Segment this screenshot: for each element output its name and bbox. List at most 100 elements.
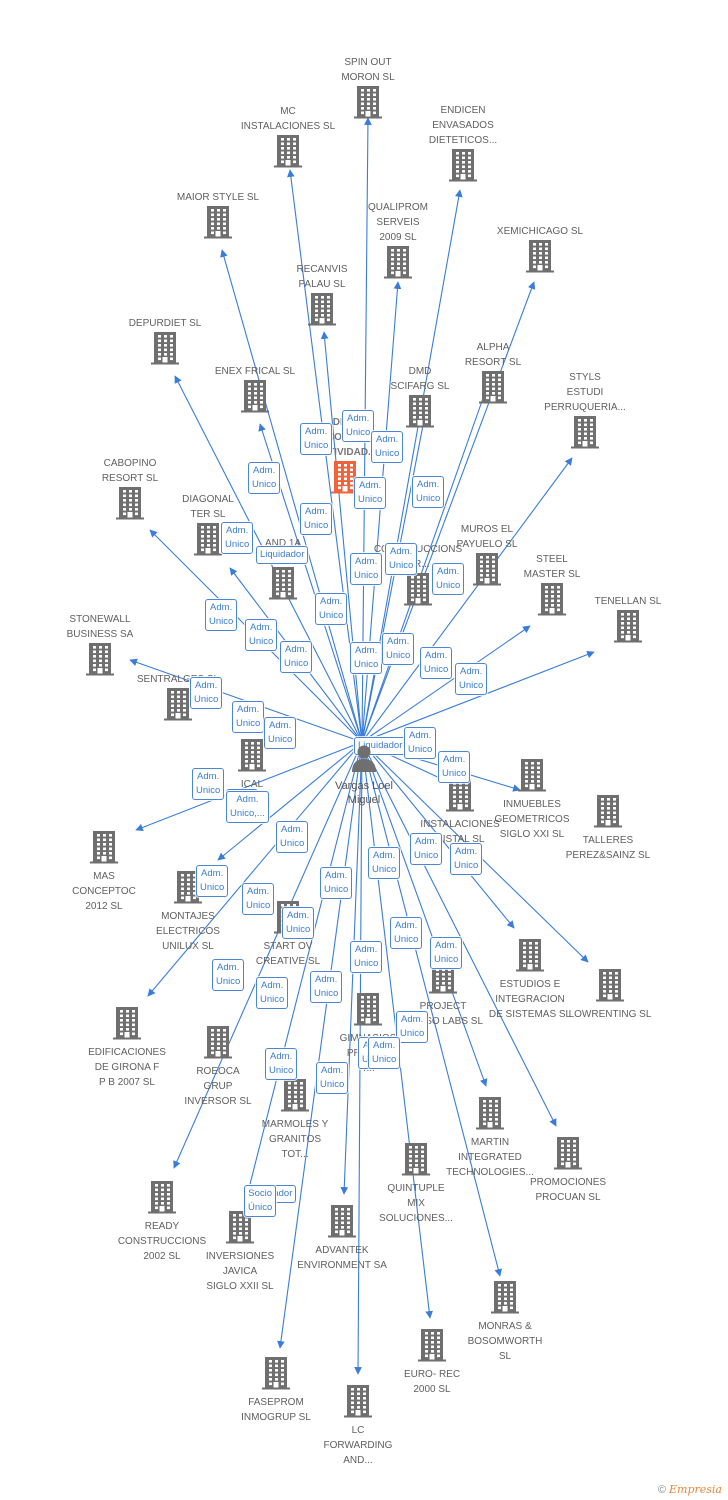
role-badge[interactable]: Adm. Unico (245, 619, 278, 651)
company-node-dmd-scifarg[interactable]: DMD SCIFARG SL (350, 364, 490, 433)
company-node-enex-frical[interactable]: ENEX FRICAL SL (185, 364, 325, 418)
company-node-talleres[interactable]: TALLERES PEREZ&SAINZ SL (538, 794, 678, 863)
role-badge[interactable]: Adm. Unico (350, 642, 383, 674)
role-badge[interactable]: Adm. Unico (315, 593, 348, 625)
company-node-mas-conceptoc[interactable]: MAS CONCEPTOC 2012 SL (34, 830, 174, 914)
role-badge[interactable]: Adm. Unico (205, 599, 238, 631)
company-node-qualiprom[interactable]: QUALIPROM SERVEIS 2009 SL (328, 200, 468, 284)
role-badge[interactable]: Adm. Unico (368, 1037, 401, 1069)
role-badge[interactable]: Adm. Unico (276, 821, 309, 853)
role-badge[interactable]: Adm. Unico (248, 462, 281, 494)
role-badge[interactable]: Adm. Unico (390, 917, 423, 949)
company-node-muros-el-payuelo[interactable]: MUROS EL PAYUELO SL (417, 522, 557, 591)
company-node-stonewall[interactable]: STONEWALL BUSINESS SA (30, 612, 170, 681)
role-badge[interactable]: Adm. Unico (212, 959, 245, 991)
company-node-estudios-integracion[interactable]: ESTUDIOS E INTEGRACION DE SISTEMAS SL (460, 938, 600, 1022)
role-badge[interactable]: Adm. Unico (282, 907, 315, 939)
company-name: PROMOCIONES PROCUAN SL (529, 1177, 607, 1203)
role-badge[interactable]: Adm. Unico (232, 701, 265, 733)
role-badge[interactable]: Adm. Unico (350, 941, 383, 973)
company-node-cabopino[interactable]: CABOPINO RESORT SL (60, 456, 200, 525)
company-node-tenellan[interactable]: TENELLAN SL (558, 594, 698, 648)
role-badge[interactable]: Adm. Unico (342, 410, 375, 442)
company-name: TENELLAN SL (594, 596, 662, 607)
role-badge[interactable]: Adm. Unico (310, 971, 343, 1003)
building-icon (350, 394, 490, 433)
company-node-steel-master[interactable]: STEEL MASTER SL (482, 552, 622, 621)
role-badge[interactable]: Adm. Unico (368, 847, 401, 879)
role-badge[interactable]: Adm. Unico (300, 423, 333, 455)
role-badge[interactable]: Adm. Unico (221, 522, 254, 554)
building-icon (298, 992, 438, 1031)
company-node-monras[interactable]: MONRAS & BOSOMWORTH SL (435, 1280, 575, 1364)
role-badge[interactable]: Adm. Unico (455, 663, 488, 695)
role-badge[interactable]: Adm. Unico (432, 563, 465, 595)
company-node-recanvis[interactable]: RECANVIS PALAU SL (252, 262, 392, 331)
role-badge[interactable]: Adm. Unico (190, 677, 223, 709)
relation-edge (361, 741, 557, 1127)
person-node[interactable]: Vargas Loel Miguel (318, 744, 410, 807)
company-node-styls-estudi[interactable]: STYLS ESTUDI PERRUQUERIA... (515, 370, 655, 454)
role-badge[interactable]: Adm. Unico (316, 1062, 349, 1094)
role-badge[interactable]: Adm. Unico (280, 641, 313, 673)
company-node-diagonal-ter[interactable]: DIAGONAL TER SL (138, 492, 278, 561)
role-badge[interactable]: Adm. Unico (396, 1011, 429, 1043)
role-badge[interactable]: Adm. Unico (196, 865, 229, 897)
company-node-quintuple[interactable]: QUINTUPLE MIX SOLUCIONES... (346, 1142, 486, 1226)
company-node-instalaciones-nistal[interactable]: INSTALACIONES NISTAL SL (390, 778, 530, 847)
company-node-inversiones-javica[interactable]: INVERSIONES JAVICA SIGLO XXII SL (170, 1210, 310, 1294)
company-node-euro-rec[interactable]: EURO- REC 2000 SL (362, 1328, 502, 1397)
company-name: MARTIN INTEGRATED TECHNOLOGIES... (446, 1137, 534, 1178)
company-node-maior-style[interactable]: MAIOR STYLE SL (148, 190, 288, 244)
building-icon (275, 460, 415, 499)
company-name: INMUEBLES GEOMETRICOS SIGLO XXI SL (494, 799, 570, 840)
role-badge[interactable]: Adm. Unico (300, 503, 333, 535)
role-badge[interactable]: Liquidador (256, 546, 309, 564)
company-node-construccions[interactable]: CONSTRUCCIONS GR... (348, 542, 488, 611)
role-badge[interactable]: Adm. Unico (371, 431, 404, 463)
company-node-lowrenting[interactable]: LOWRENTING SL (540, 968, 680, 1022)
role-badge[interactable]: Adm. Unico (350, 553, 383, 585)
role-badge[interactable]: Adm. Unico (256, 977, 289, 1009)
role-badge[interactable]: Adm. Unico (412, 476, 445, 508)
role-badge[interactable]: Adm. Unico (450, 843, 483, 875)
company-node-ready-construccions[interactable]: READY CONSTRUCCIONS 2002 SL (92, 1180, 232, 1264)
company-node-spin-out[interactable]: SPIN OUT MORON SL (298, 55, 438, 124)
role-badge[interactable]: Adm. Unico (385, 543, 418, 575)
role-badge[interactable]: Adm. Unico (192, 768, 225, 800)
role-badge[interactable]: Adm. Unico (354, 477, 387, 509)
role-badge[interactable]: Adm. Unico,... (226, 791, 269, 823)
relation-edge (361, 741, 502, 1277)
company-node-montajes[interactable]: MONTAJES ELECTRICOS UNILUX SL (118, 870, 258, 954)
role-badge[interactable]: Adm. Unico (404, 727, 437, 759)
company-node-lc-forwarding[interactable]: LC FORWARDING AND... (288, 1384, 428, 1468)
building-icon (57, 1006, 197, 1045)
role-badge[interactable]: Adm. Unico (264, 717, 297, 749)
company-node-edificaciones[interactable]: EDIFICACIONES DE GIRONA F P B 2007 SL (57, 1006, 197, 1090)
company-node-martin-integrated[interactable]: MARTIN INTEGRATED TECHNOLOGIES... (420, 1096, 560, 1180)
role-badge[interactable]: Adm. Unico (438, 751, 471, 783)
company-name: ENDICEN ENVASADOS DIETETICOS... (428, 105, 498, 146)
company-node-marmoles[interactable]: MARMOLES Y GRANITOS TOT... (225, 1078, 365, 1162)
role-badge[interactable]: Adm. Unico (420, 647, 453, 679)
brand-logo[interactable]: Empresia (669, 1483, 722, 1496)
company-node-advantek[interactable]: ADVANTEK ENVIRONMENT SA (272, 1204, 412, 1273)
role-badge[interactable]: Adm. Unico (320, 867, 353, 899)
role-badge[interactable]: Adm. Unico (430, 937, 463, 969)
company-node-endicen[interactable]: ENDICEN ENVASADOS DIETETICOS... (393, 103, 533, 187)
role-badge[interactable]: Adm. Unico (382, 633, 415, 665)
company-node-alpha-resort[interactable]: ALPHA RESORT SL (423, 340, 563, 409)
company-node-roeoca[interactable]: ROEOCA GRUP INVERSOR SL (148, 1025, 288, 1109)
company-node-xemichicago[interactable]: XEMICHICAGO SL (470, 224, 610, 278)
role-badge[interactable]: Socio Único (244, 1185, 277, 1217)
role-badge[interactable]: Adm. Unico (410, 833, 443, 865)
company-node-inmuebles-geometricos[interactable]: INMUEBLES GEOMETRICOS SIGLO XXI SL (462, 758, 602, 842)
building-icon (148, 1025, 288, 1064)
company-node-mc-instalaciones[interactable]: MC INSTALACIONES SL (218, 104, 358, 173)
role-badge[interactable]: Adm. Unico (242, 883, 275, 915)
company-node-promociones-procuan[interactable]: PROMOCIONES PROCUAN SL (498, 1136, 638, 1205)
company-node-depurdiet[interactable]: DEPURDIET SL (95, 316, 235, 370)
company-node-faseprom[interactable]: FASEPROM INMOGRUP SL (206, 1356, 346, 1425)
role-badge[interactable]: Adm. Unico (265, 1048, 298, 1080)
company-node-sentralges[interactable]: SENTRALGES SL (108, 672, 248, 726)
